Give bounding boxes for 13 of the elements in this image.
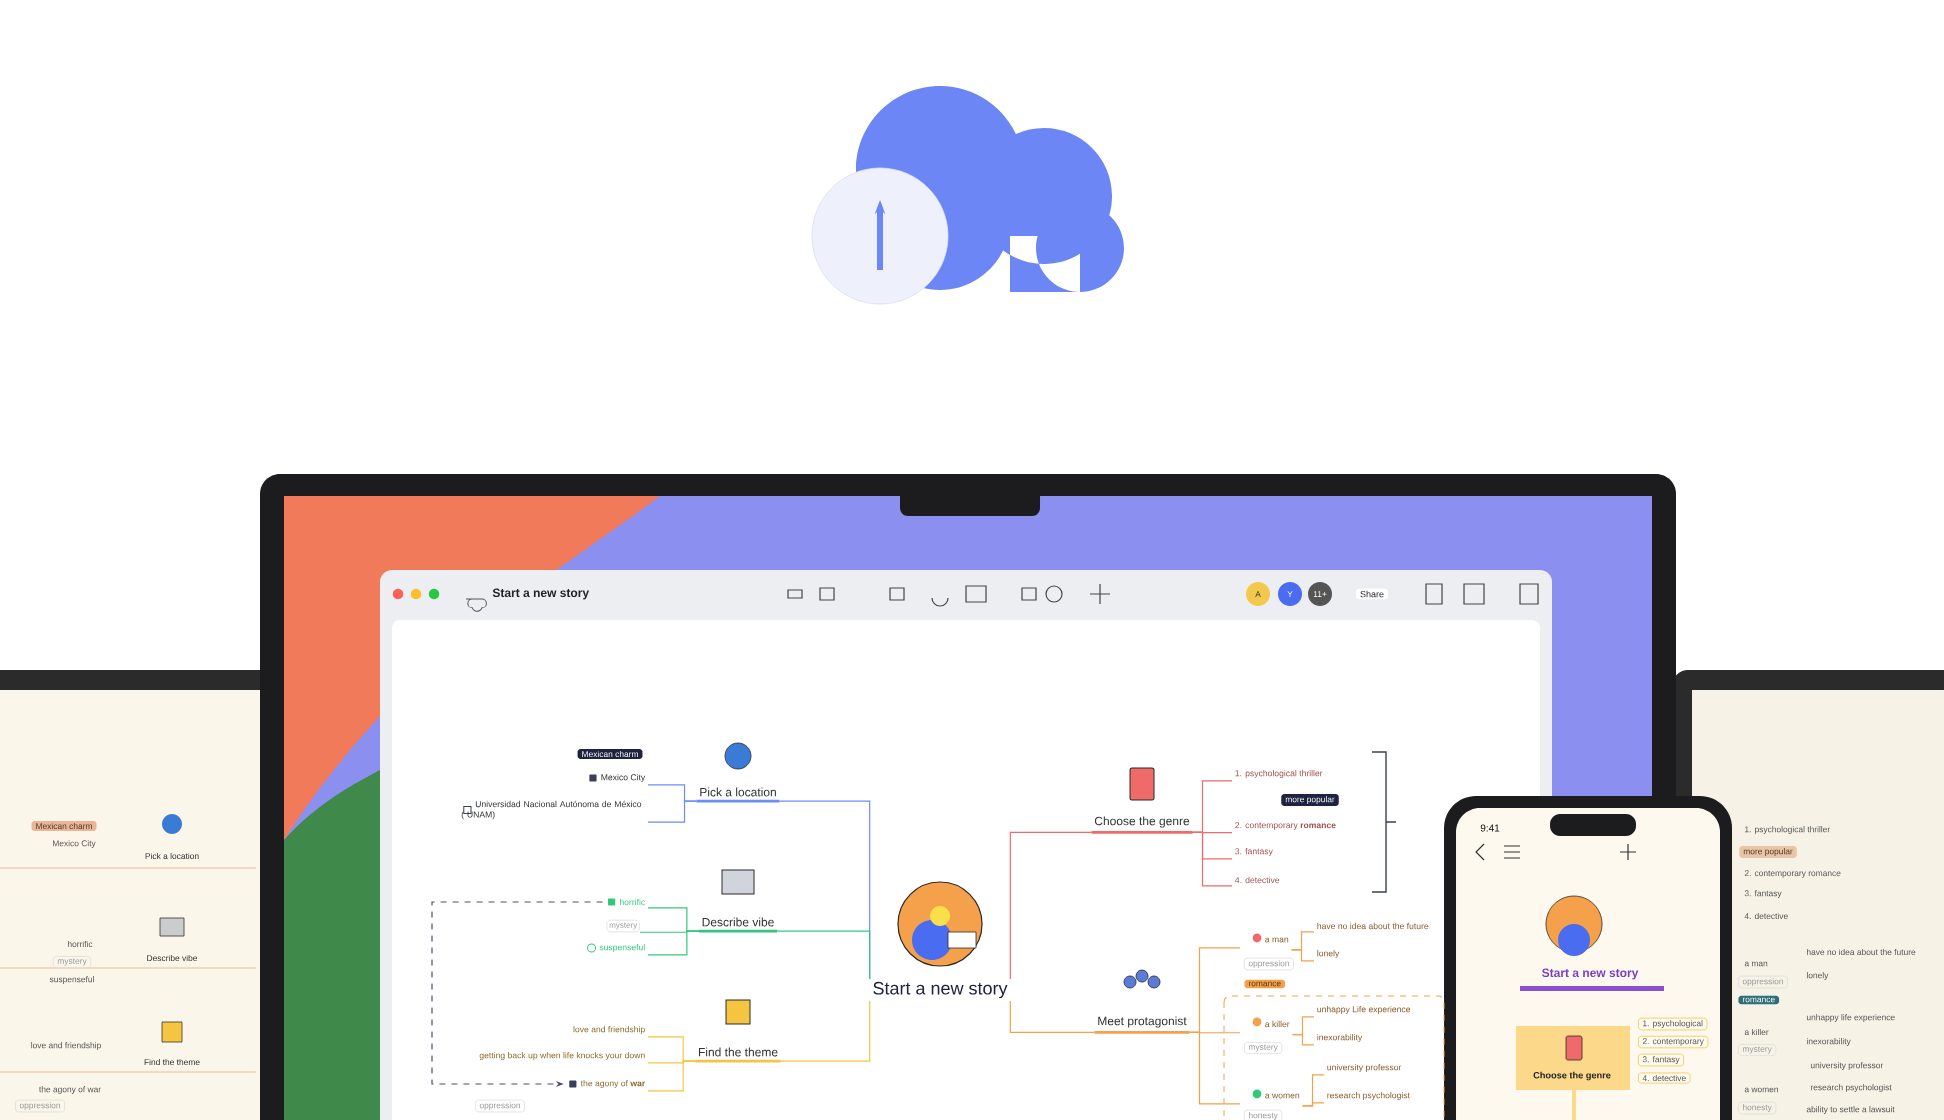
connector: [1301, 1102, 1325, 1107]
connector: [1291, 1034, 1315, 1046]
connector: [1188, 1031, 1241, 1105]
central-topic: Start a new story: [873, 981, 1008, 999]
connector: [1191, 831, 1233, 887]
connector: [647, 800, 698, 823]
connector: [1009, 831, 1093, 980]
connector: [647, 930, 700, 956]
connector: [776, 930, 871, 980]
connector: [780, 1000, 871, 1062]
connector: [1290, 949, 1315, 962]
connector: [647, 1060, 696, 1092]
connector: [1009, 1000, 1096, 1033]
